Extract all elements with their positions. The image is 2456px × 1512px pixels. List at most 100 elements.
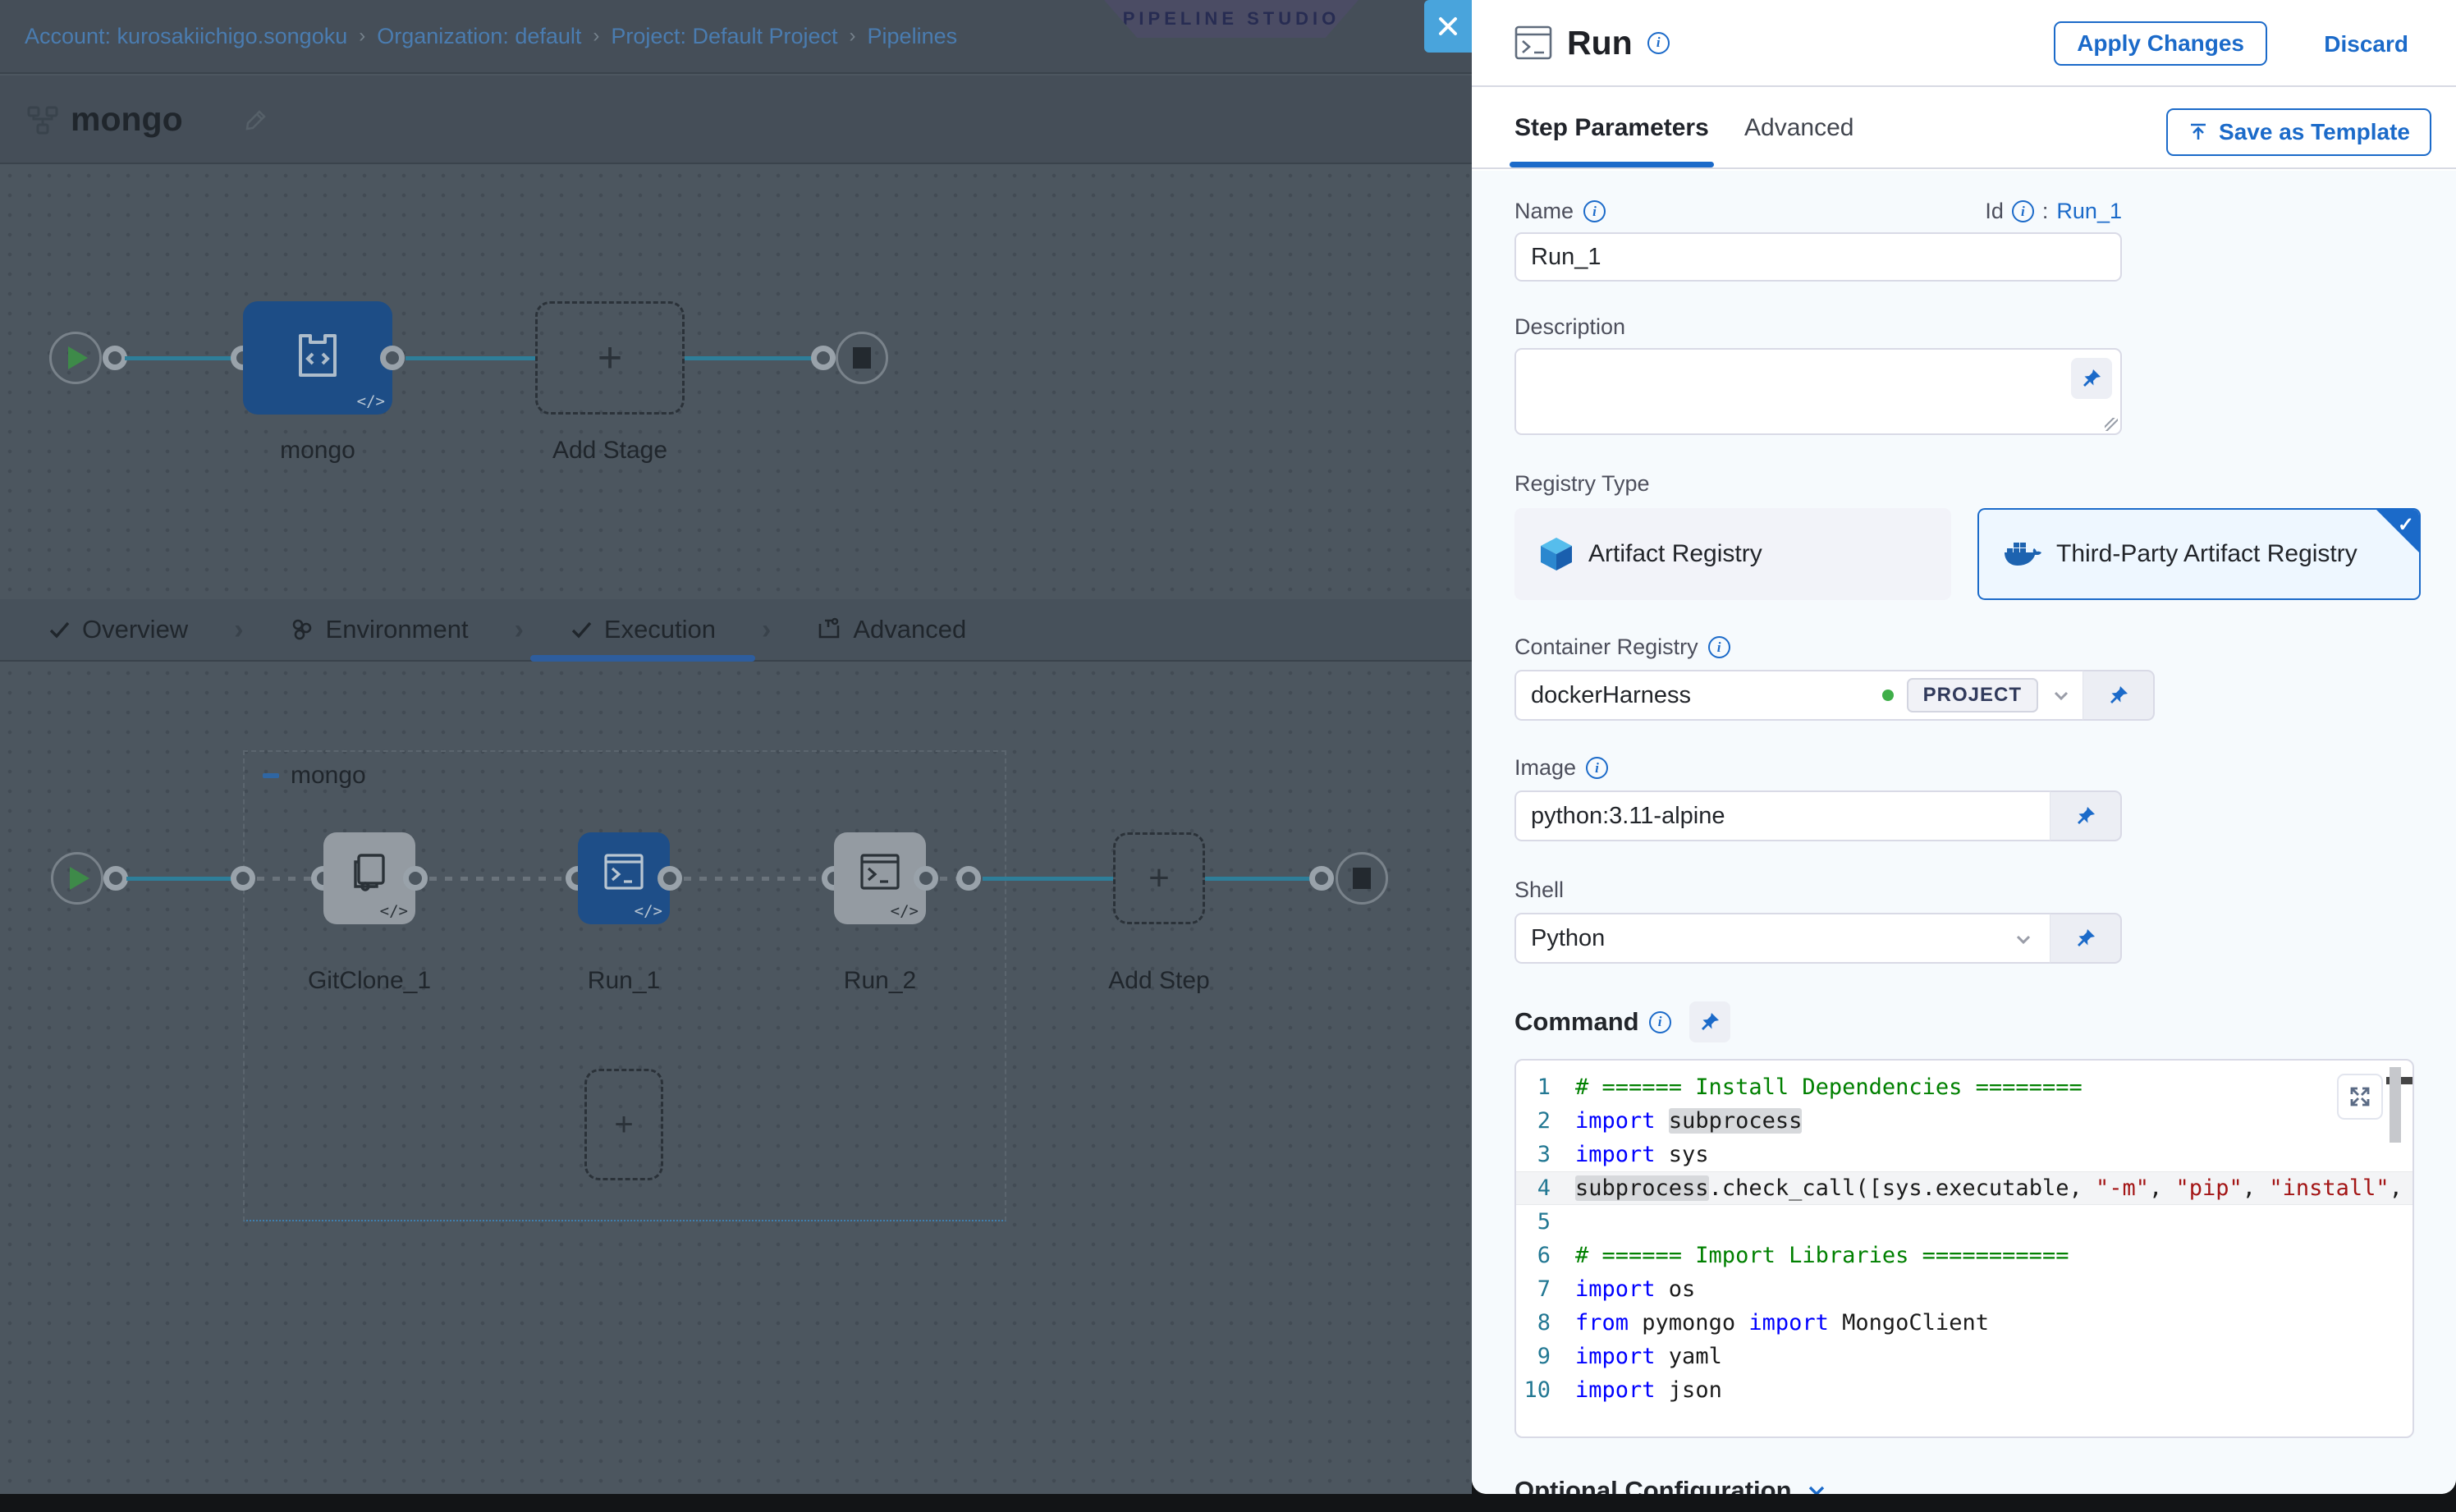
- stage-tabs-bar: Overview › Environment › Execution › Adv…: [0, 599, 1472, 662]
- code-line[interactable]: 1# ====== Install Dependencies ========: [1537, 1074, 2083, 1100]
- breadcrumb-organization[interactable]: Organization: default: [377, 23, 582, 48]
- close-icon: [1439, 17, 1457, 35]
- code-badge: </>: [356, 392, 385, 410]
- step-config-drawer: Run i Apply Changes Discard Step Paramet…: [1472, 0, 2456, 1494]
- tab-chevron-icon: ›: [762, 613, 772, 645]
- step-node-run2[interactable]: </>: [834, 832, 926, 924]
- port: [956, 866, 981, 891]
- pin-button[interactable]: [2050, 913, 2122, 964]
- pipeline-end-node: [836, 332, 888, 384]
- code-line[interactable]: 5: [1537, 1209, 1551, 1235]
- registry-option-third-party[interactable]: Third-Party Artifact Registry ✓: [1977, 508, 2421, 600]
- stage-group-title[interactable]: mongo: [263, 762, 366, 790]
- step-label: GitClone_1: [307, 967, 432, 994]
- breadcrumb-account[interactable]: Account: kurosakiichigo.songoku: [25, 23, 348, 48]
- tab-label: Advanced: [853, 615, 967, 644]
- tab-overview[interactable]: Overview: [33, 599, 203, 660]
- pin-button[interactable]: [1688, 1001, 1730, 1042]
- execution-graph-canvas[interactable]: mongo </>: [0, 663, 1472, 1494]
- command-code-editor[interactable]: 1# ====== Install Dependencies ======== 2…: [1514, 1059, 2414, 1438]
- collapse-minus-icon[interactable]: [263, 773, 279, 778]
- stop-icon: [1353, 868, 1371, 889]
- container-registry-field[interactable]: dockerHarness PROJECT: [1514, 670, 2083, 721]
- stop-icon: [853, 347, 871, 369]
- edit-pencil-icon[interactable]: [243, 107, 269, 133]
- fullscreen-icon: [2350, 1087, 2370, 1107]
- image-label-text: Image: [1514, 755, 1577, 780]
- docker-whale-icon: [2005, 543, 2041, 566]
- connector-line: [1205, 877, 1310, 881]
- drawer-title: Run: [1567, 23, 1633, 62]
- tab-label: Overview: [82, 615, 189, 644]
- stage-graph-canvas[interactable]: </> + mongo Add Stage: [0, 166, 1472, 599]
- breadcrumb-separator: ›: [593, 25, 600, 47]
- id-separator: :: [2041, 199, 2049, 223]
- add-step-button[interactable]: +: [1113, 832, 1205, 924]
- tab-advanced[interactable]: Advanced: [802, 599, 981, 660]
- chevron-down-icon: [2016, 935, 2031, 945]
- step-node-gitclone[interactable]: </>: [323, 832, 415, 924]
- info-icon[interactable]: i: [1648, 1010, 1671, 1033]
- save-as-template-button[interactable]: Save as Template: [2166, 108, 2431, 156]
- code-line[interactable]: 6# ====== Import Libraries ===========: [1537, 1243, 2069, 1268]
- pin-button[interactable]: [2083, 670, 2155, 721]
- tab-environment[interactable]: Environment: [275, 599, 483, 660]
- add-parallel-step-button[interactable]: +: [584, 1069, 663, 1180]
- breadcrumb-pipelines[interactable]: Pipelines: [867, 23, 958, 48]
- discard-button[interactable]: Discard: [2324, 31, 2408, 57]
- chevron-down-icon[interactable]: [2051, 685, 2071, 705]
- registry-option-artifact[interactable]: Artifact Registry: [1514, 508, 1951, 600]
- command-label-text: Command: [1514, 1007, 1639, 1036]
- step-node-run1-selected[interactable]: </>: [578, 832, 670, 924]
- apply-changes-button[interactable]: Apply Changes: [2054, 21, 2267, 66]
- add-stage-button[interactable]: +: [535, 301, 685, 415]
- expand-editor-button[interactable]: [2337, 1074, 2383, 1120]
- port: [403, 866, 428, 891]
- tab-chevron-icon: ›: [514, 613, 524, 645]
- tab-execution[interactable]: Execution: [529, 599, 756, 662]
- step-label: Run_2: [843, 967, 917, 994]
- add-stage-label: Add Stage: [552, 437, 668, 464]
- pin-button[interactable]: [2050, 790, 2122, 841]
- info-icon[interactable]: i: [1586, 757, 1609, 779]
- breadcrumb-separator: ›: [359, 25, 366, 47]
- shell-select[interactable]: Python: [1514, 913, 2050, 964]
- pushpin-icon: [2110, 686, 2128, 703]
- info-icon[interactable]: i: [1647, 31, 1670, 54]
- info-icon[interactable]: i: [2011, 200, 2034, 222]
- image-input[interactable]: python:3.11-alpine: [1514, 790, 2050, 841]
- image-label: Image i: [1514, 755, 2456, 781]
- tab-advanced[interactable]: Advanced: [1744, 114, 1854, 141]
- optional-configuration-toggle[interactable]: Optional Configuration: [1514, 1476, 2456, 1494]
- id-label: Id: [1985, 199, 2004, 223]
- pin-button[interactable]: [2071, 358, 2112, 399]
- tab-label: Environment: [325, 615, 469, 644]
- resize-handle[interactable]: [2105, 418, 2118, 431]
- editor-scrollbar[interactable]: [2390, 1067, 2401, 1143]
- info-icon[interactable]: i: [1707, 636, 1730, 658]
- plus-icon: +: [597, 334, 623, 382]
- info-icon[interactable]: i: [1583, 200, 1606, 222]
- studio-canvas-region: Account: kurosakiichigo.songoku › Organi…: [0, 0, 1472, 1494]
- tab-step-parameters[interactable]: Step Parameters: [1510, 89, 1714, 167]
- code-badge: </>: [890, 902, 919, 920]
- group-label: mongo: [291, 762, 366, 789]
- name-input[interactable]: Run_1: [1514, 232, 2122, 282]
- port: [103, 346, 127, 370]
- close-drawer-button[interactable]: [1424, 0, 1472, 53]
- container-registry-label: Container Registry i: [1514, 635, 2456, 660]
- connector-dotted: [940, 877, 971, 881]
- stage-node-mongo[interactable]: </>: [243, 301, 392, 415]
- pipeline-start-node: [49, 332, 102, 384]
- breadcrumb-project[interactable]: Project: Default Project: [611, 23, 838, 48]
- description-textarea[interactable]: [1514, 348, 2122, 435]
- id-value[interactable]: Run_1: [2056, 199, 2122, 223]
